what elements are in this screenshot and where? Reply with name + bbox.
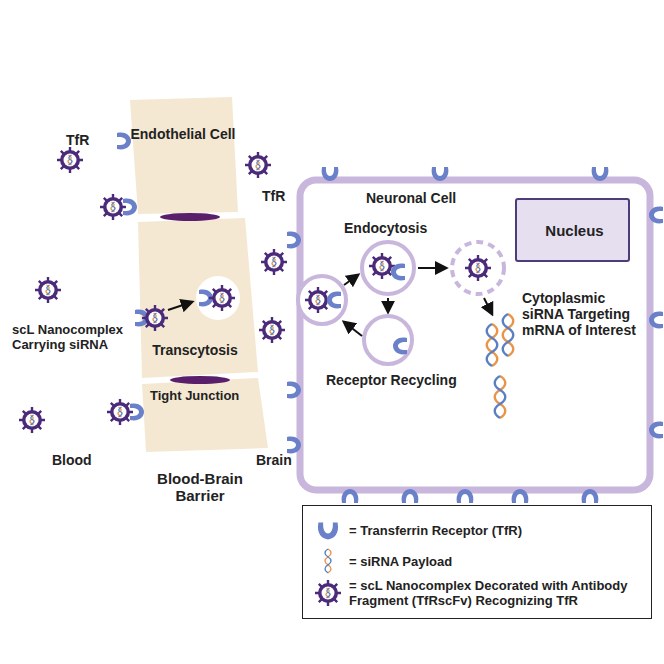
vesicle — [452, 242, 504, 294]
tight-junction — [170, 376, 230, 384]
annotation-label: Cytoplasmic siRNA Targeting mRNA of Inte… — [522, 290, 648, 338]
nanocomplex — [142, 305, 168, 331]
annotation-label: Blood — [52, 452, 102, 468]
annotation-label: scL Nanocomplex Carrying siRNA — [12, 322, 134, 352]
arrow — [387, 298, 389, 312]
nanocomplex — [259, 317, 285, 343]
sirna — [503, 314, 514, 356]
receptor — [342, 489, 359, 503]
receptor — [322, 167, 339, 181]
nanocomplex — [261, 249, 287, 275]
legend-text: = siRNA Payload — [349, 554, 452, 569]
nanocomplex — [369, 253, 395, 279]
receptor — [649, 422, 663, 439]
legend-text: = scL Nanocomplex Decorated with Antibod… — [349, 578, 643, 608]
legend-entry: = scL Nanocomplex Decorated with Antibod… — [313, 578, 643, 608]
receptor — [512, 489, 529, 503]
nanocomplex — [57, 147, 83, 173]
receptor — [432, 167, 449, 181]
node-label: Nucleus — [517, 222, 632, 239]
vesicle — [364, 316, 412, 364]
receptor — [649, 207, 663, 224]
node-label: Endothelial Cell — [130, 126, 236, 142]
endothelial-slab — [138, 218, 258, 378]
arrow — [484, 298, 492, 314]
receptor — [393, 338, 407, 355]
vesicle — [362, 242, 414, 294]
endothelial-cell: Endothelial Cell — [130, 98, 236, 212]
arrow — [344, 322, 362, 336]
receptor — [117, 133, 131, 150]
legend-icon — [313, 547, 343, 575]
sirna — [487, 324, 498, 366]
annotation-label: Tight Junction — [150, 388, 262, 403]
annotation-label: Receptor Recycling — [326, 372, 486, 388]
legend-entry: = Transferrin Receptor (TfR) — [313, 516, 643, 544]
node-label: Neuronal Cell — [366, 190, 506, 206]
nucleus-box: Nucleus — [515, 198, 630, 262]
nanocomplex — [209, 285, 235, 311]
arrow — [344, 275, 358, 285]
nanocomplex — [107, 399, 133, 425]
nanocomplex — [100, 194, 126, 220]
receptor — [327, 292, 341, 309]
receptor — [287, 232, 301, 249]
nanocomplex — [465, 255, 491, 281]
receptor — [287, 382, 301, 399]
legend-icon — [313, 516, 343, 544]
receptor — [582, 489, 599, 503]
nanocomplex — [35, 277, 61, 303]
annotation-label: Transcytosis — [140, 342, 250, 358]
receptor — [649, 312, 663, 329]
annotation-label: TfR — [66, 132, 106, 148]
arrow — [168, 302, 192, 310]
nanocomplex — [245, 152, 271, 178]
cell-membrane — [300, 180, 650, 490]
annotation-label: TfR — [262, 188, 296, 204]
legend-entry: = siRNA Payload — [313, 547, 643, 575]
sirna — [495, 376, 506, 418]
vesicle — [298, 276, 346, 324]
annotation-label: Endocytosis — [344, 220, 444, 236]
receptor — [402, 489, 419, 503]
nanocomplex — [19, 407, 45, 433]
endothelial-slab — [142, 378, 268, 452]
legend-icon — [313, 579, 343, 607]
annotation-label: Brain — [256, 452, 300, 468]
receptor — [592, 167, 609, 181]
receptor — [287, 437, 301, 454]
receptor — [391, 264, 405, 281]
annotation-label: Blood-Brain Barrier — [140, 470, 260, 504]
endothelial-slab — [130, 97, 238, 214]
vesicle — [196, 276, 240, 320]
legend-text: = Transferrin Receptor (TfR) — [349, 523, 522, 538]
legend-box: = Transferrin Receptor (TfR) = siRNA Payl… — [302, 505, 652, 619]
arrow — [418, 267, 446, 269]
tight-junction — [160, 213, 220, 221]
receptor — [457, 489, 474, 503]
